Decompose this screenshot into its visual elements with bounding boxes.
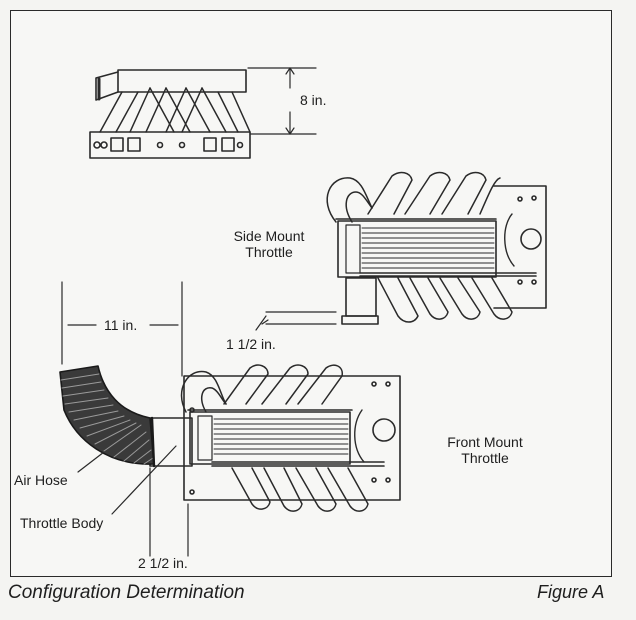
dim-2-1-2in	[149, 467, 189, 557]
front-plenum-fins	[213, 418, 349, 455]
top-plenum	[117, 69, 247, 93]
side-mount-assembly	[326, 171, 547, 325]
label-2-1-2in: 2 1/2 in.	[138, 555, 188, 571]
flange-ports	[93, 137, 244, 152]
top-runners	[99, 87, 251, 133]
front-plenum	[189, 411, 351, 465]
side-throttle-flange	[341, 315, 379, 325]
label-11in: 11 in.	[104, 317, 138, 333]
front-lower-runners	[231, 467, 369, 512]
figure-frame	[10, 10, 612, 577]
side-plenum-fins	[361, 227, 495, 269]
caption-title: Configuration Determination	[8, 582, 245, 603]
label-front-mount-throttle: Front Mount Throttle	[447, 434, 523, 466]
caption-figure-id: Figure A	[537, 582, 605, 602]
side-lower-runners	[377, 277, 513, 323]
front-mount-assembly	[149, 364, 401, 512]
label-8in: 8 in.	[300, 92, 327, 108]
front-block-hole	[372, 418, 396, 442]
front-block	[183, 375, 401, 501]
top-manifold-view	[89, 67, 317, 159]
top-flange	[89, 131, 251, 159]
front-upper-runners	[180, 364, 343, 413]
hose-ribs	[60, 373, 154, 465]
label-1-1-2in: 1 1/2 in.	[226, 336, 276, 352]
dim-1-1-2in	[255, 311, 337, 331]
side-plenum	[337, 220, 497, 278]
top-inlet	[95, 71, 119, 101]
label-side-mount-throttle: Side Mount Throttle	[233, 228, 305, 260]
front-throttle-body	[149, 417, 193, 467]
label-throttle-body: Throttle Body	[20, 515, 104, 531]
dim-8in	[247, 67, 317, 135]
air-hose	[59, 365, 156, 468]
side-block	[493, 185, 547, 309]
label-air-hose: Air Hose	[14, 472, 68, 488]
dim-11in	[61, 281, 183, 377]
leader-lines	[77, 445, 177, 515]
side-block-hole	[520, 228, 542, 250]
side-upper-runners	[326, 171, 501, 223]
side-throttle-body	[345, 277, 377, 317]
